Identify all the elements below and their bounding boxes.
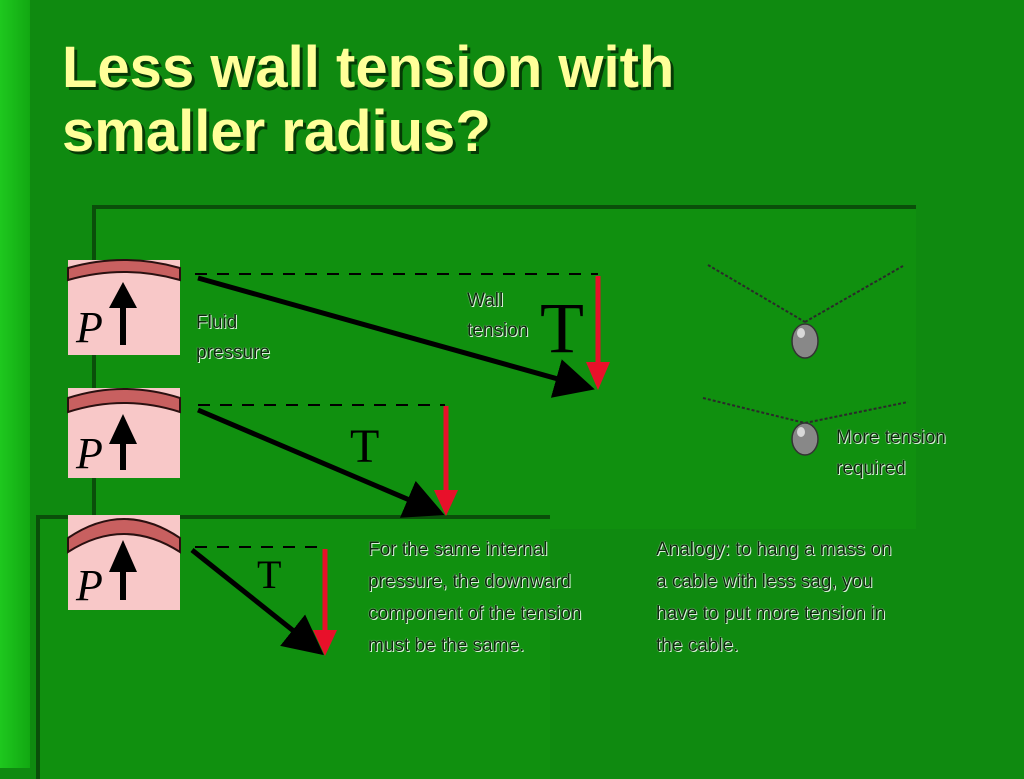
slide-title: Less wall tension with smaller radius? — [62, 36, 962, 164]
fluid-pressure-label: Fluid pressure — [196, 308, 270, 368]
slide-title-line-1: Less wall tension with — [62, 35, 675, 100]
pressure-box-small: P — [67, 515, 181, 610]
tension-symbol-large: T — [540, 288, 584, 368]
analogy-note: Analogy: to hang a mass on a cable with … — [656, 534, 892, 662]
note-left-line-1: For the same internal — [368, 539, 548, 560]
more-tension-caption: More tension required — [836, 422, 946, 484]
pressure-symbol: P — [75, 429, 103, 478]
wall-arc-small — [67, 518, 181, 554]
note-right-line-4: the cable. — [656, 635, 739, 656]
hanging-mass-icon — [791, 422, 819, 456]
hanging-mass-icon — [791, 323, 819, 359]
pressure-arrow-icon — [109, 540, 137, 572]
note-left-line-3: component of the tension — [368, 603, 582, 624]
pressure-box-medium: P — [67, 388, 181, 478]
slide-title-line-2: smaller radius? — [62, 99, 491, 164]
pressure-symbol: P — [75, 561, 103, 610]
more-tension-caption-line-1: More tension — [836, 427, 946, 448]
pressure-arrow-icon — [109, 282, 137, 308]
content-panel-top — [92, 205, 916, 529]
tension-symbol-medium: T — [350, 420, 379, 473]
wall-tension-label-line-1: Wall — [467, 290, 504, 311]
fluid-pressure-label-line-2: pressure — [196, 342, 270, 363]
arrow-down-icon — [434, 490, 458, 516]
tension-symbol-small: T — [257, 552, 281, 597]
pressure-box-large: P — [67, 259, 181, 355]
wall-arc-medium — [67, 388, 181, 414]
more-tension-caption-line-2: required — [836, 458, 906, 479]
cable-analogy-high-sag — [707, 264, 904, 359]
tension-vector-arrow-2 — [197, 407, 445, 518]
tension-vector-arrow-3 — [190, 548, 324, 656]
tension-vector-arrow-1 — [197, 275, 595, 398]
note-right-line-1: Analogy: to hang a mass on — [656, 539, 892, 560]
note-right-line-3: have to put more tension in — [656, 603, 886, 624]
wall-tension-label-line-2: tension — [467, 320, 529, 341]
fluid-pressure-label-line-1: Fluid — [196, 312, 238, 333]
pressure-arrow-icon — [109, 414, 137, 444]
same-component-note: For the same internal pressure, the down… — [368, 534, 581, 662]
wall-arc-large — [67, 259, 181, 282]
cable-analogy-low-sag — [702, 397, 909, 456]
arrow-down-icon — [586, 362, 610, 390]
note-right-line-2: a cable with less sag, you — [656, 571, 873, 592]
note-left-line-2: pressure, the downward — [368, 571, 571, 592]
arrow-down-icon — [313, 630, 337, 656]
wall-tension-label: Wall tension — [467, 286, 528, 346]
pressure-symbol: P — [75, 303, 103, 352]
note-left-line-4: must be the same. — [368, 635, 525, 656]
background-strip — [0, 0, 30, 768]
